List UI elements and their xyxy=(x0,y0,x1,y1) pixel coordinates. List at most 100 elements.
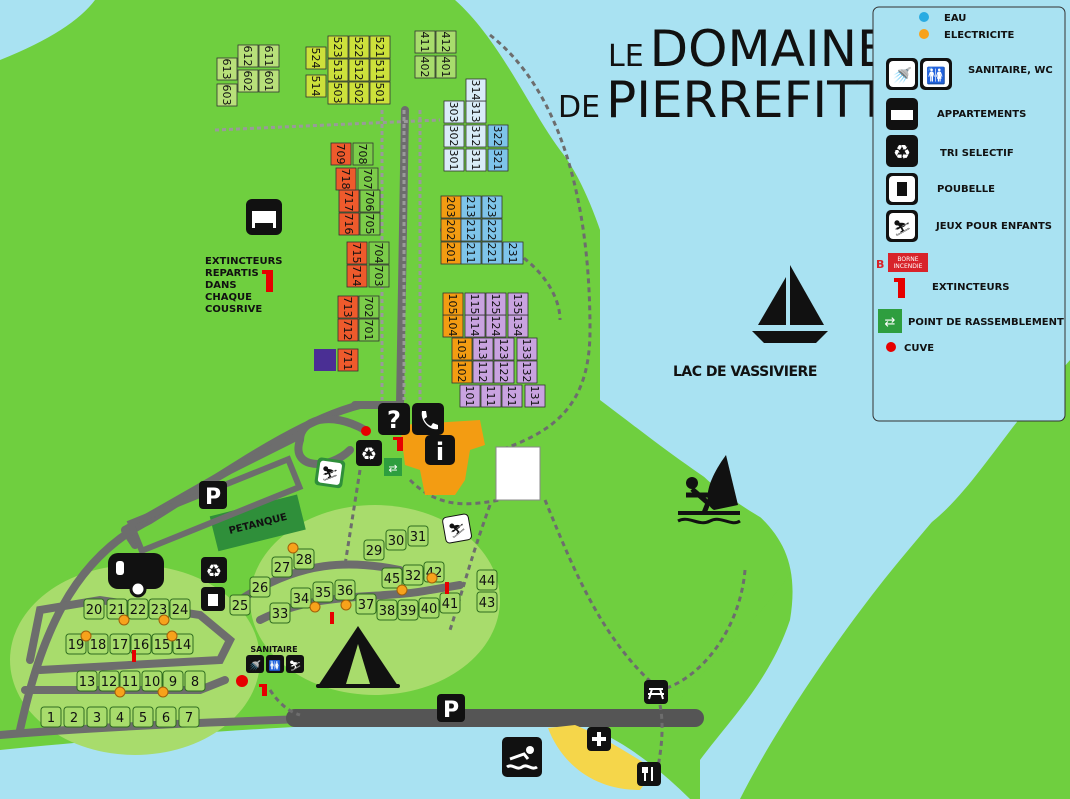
pitch-39[interactable]: 39 xyxy=(397,599,419,621)
chalet-603[interactable]: 603 xyxy=(216,83,238,107)
pitch-21[interactable]: 21 xyxy=(106,598,128,620)
chalet-113[interactable]: 113 xyxy=(472,337,494,361)
pitch-29[interactable]: 29 xyxy=(363,539,385,561)
pitch-32[interactable]: 32 xyxy=(402,564,424,586)
parking-icon[interactable]: P xyxy=(437,694,465,723)
pitch-36[interactable]: 36 xyxy=(334,579,356,601)
chalet-512[interactable]: 512 xyxy=(348,58,370,82)
chalet-402[interactable]: 402 xyxy=(414,55,436,79)
chalet-702[interactable]: 702 xyxy=(358,295,380,319)
chalet-703[interactable]: 703 xyxy=(368,264,390,288)
pitch-37[interactable]: 37 xyxy=(355,593,377,615)
chalet-321[interactable]: 321 xyxy=(487,148,509,172)
chalet-125[interactable]: 125 xyxy=(485,292,507,316)
chalet-223[interactable]: 223 xyxy=(481,195,503,219)
chalet-114[interactable]: 114 xyxy=(464,314,486,338)
pitch-20[interactable]: 20 xyxy=(83,598,105,620)
chalet-203[interactable]: 203 xyxy=(440,195,462,219)
chalet-521[interactable]: 521 xyxy=(369,35,391,59)
pitch-5[interactable]: 5 xyxy=(132,706,154,728)
chalet-111[interactable]: 111 xyxy=(480,384,502,408)
chalet-221[interactable]: 221 xyxy=(481,241,503,265)
chalet-131[interactable]: 131 xyxy=(524,384,546,408)
pitch-30[interactable]: 30 xyxy=(385,529,407,551)
chalet-103[interactable]: 103 xyxy=(451,337,473,361)
chalet-122[interactable]: 122 xyxy=(493,360,515,384)
chalet-706[interactable]: 706 xyxy=(359,189,381,213)
chalet-123[interactable]: 123 xyxy=(493,337,515,361)
chalet-213[interactable]: 213 xyxy=(460,195,482,219)
chalet-701[interactable]: 701 xyxy=(358,318,380,342)
chalet-322[interactable]: 322 xyxy=(487,124,509,148)
pitch-33[interactable]: 33 xyxy=(269,602,291,624)
pitch-10[interactable]: 10 xyxy=(141,670,163,692)
pitch-45[interactable]: 45 xyxy=(381,567,403,589)
chalet-312[interactable]: 312 xyxy=(465,124,487,148)
pitch-4[interactable]: 4 xyxy=(109,706,131,728)
chalet-211[interactable]: 211 xyxy=(460,241,482,265)
pitch-43[interactable]: 43 xyxy=(476,591,498,613)
pitch-17[interactable]: 17 xyxy=(109,633,131,655)
chalet-314[interactable]: 314 xyxy=(465,78,487,102)
chalet-202[interactable]: 202 xyxy=(440,218,462,242)
chalet-704[interactable]: 704 xyxy=(368,241,390,265)
pitch-22[interactable]: 22 xyxy=(127,598,149,620)
pitch-3[interactable]: 3 xyxy=(86,706,108,728)
chalet-134[interactable]: 134 xyxy=(507,314,529,338)
pitch-24[interactable]: 24 xyxy=(169,598,191,620)
pitch-18[interactable]: 18 xyxy=(87,633,109,655)
pitch-7[interactable]: 7 xyxy=(178,706,200,728)
pitch-12[interactable]: 12 xyxy=(98,670,120,692)
pitch-14[interactable]: 14 xyxy=(172,633,194,655)
pitch-16[interactable]: 16 xyxy=(130,633,152,655)
chalet-502[interactable]: 502 xyxy=(348,81,370,105)
chalet-602[interactable]: 602 xyxy=(237,69,259,93)
chalet-612[interactable]: 612 xyxy=(237,44,259,68)
pitch-31[interactable]: 31 xyxy=(407,525,429,547)
pitch-19[interactable]: 19 xyxy=(65,633,87,655)
pitch-8[interactable]: 8 xyxy=(184,670,206,692)
chalet-524[interactable]: 524 xyxy=(305,46,327,70)
pitch-35[interactable]: 35 xyxy=(312,581,334,603)
chalet-705[interactable]: 705 xyxy=(359,212,381,236)
pitch-34[interactable]: 34 xyxy=(290,587,312,609)
pitch-44[interactable]: 44 xyxy=(476,569,498,591)
pitch-1[interactable]: 1 xyxy=(40,706,62,728)
chalet-514[interactable]: 514 xyxy=(305,74,327,98)
chalet-115[interactable]: 115 xyxy=(464,292,486,316)
chalet-301[interactable]: 301 xyxy=(443,148,465,172)
chalet-124[interactable]: 124 xyxy=(485,314,507,338)
info-question-icon[interactable]: ? xyxy=(378,403,410,435)
chalet-401[interactable]: 401 xyxy=(435,55,457,79)
chalet-712[interactable]: 712 xyxy=(337,318,359,342)
parking-icon[interactable]: P xyxy=(199,481,227,510)
chalet-718[interactable]: 718 xyxy=(335,167,357,191)
chalet-112[interactable]: 112 xyxy=(472,360,494,384)
pitch-28[interactable]: 28 xyxy=(293,548,315,570)
pitch-25[interactable]: 25 xyxy=(229,594,251,616)
chalet-101[interactable]: 101 xyxy=(459,384,481,408)
chalet-311[interactable]: 311 xyxy=(465,148,487,172)
chalet-222[interactable]: 222 xyxy=(481,218,503,242)
pitch-27[interactable]: 27 xyxy=(271,556,293,578)
chalet-511[interactable]: 511 xyxy=(369,58,391,82)
chalet-313[interactable]: 313 xyxy=(465,100,487,124)
chalet-708[interactable]: 708 xyxy=(352,142,374,166)
chalet-212[interactable]: 212 xyxy=(460,218,482,242)
chalet-135[interactable]: 135 xyxy=(507,292,529,316)
pitch-23[interactable]: 23 xyxy=(148,598,170,620)
chalet-522[interactable]: 522 xyxy=(348,35,370,59)
pitch-6[interactable]: 6 xyxy=(155,706,177,728)
chalet-716[interactable]: 716 xyxy=(338,212,360,236)
chalet-231[interactable]: 231 xyxy=(502,241,524,265)
chalet-707[interactable]: 707 xyxy=(357,167,379,191)
chalet-302[interactable]: 302 xyxy=(443,124,465,148)
chalet-717[interactable]: 717 xyxy=(338,189,360,213)
pitch-38[interactable]: 38 xyxy=(376,599,398,621)
chalet-501[interactable]: 501 xyxy=(369,81,391,105)
pitch-13[interactable]: 13 xyxy=(76,670,98,692)
chalet-303[interactable]: 303 xyxy=(443,100,465,124)
chalet-121[interactable]: 121 xyxy=(501,384,523,408)
pitch-26[interactable]: 26 xyxy=(249,576,271,598)
chalet-104[interactable]: 104 xyxy=(442,314,464,338)
